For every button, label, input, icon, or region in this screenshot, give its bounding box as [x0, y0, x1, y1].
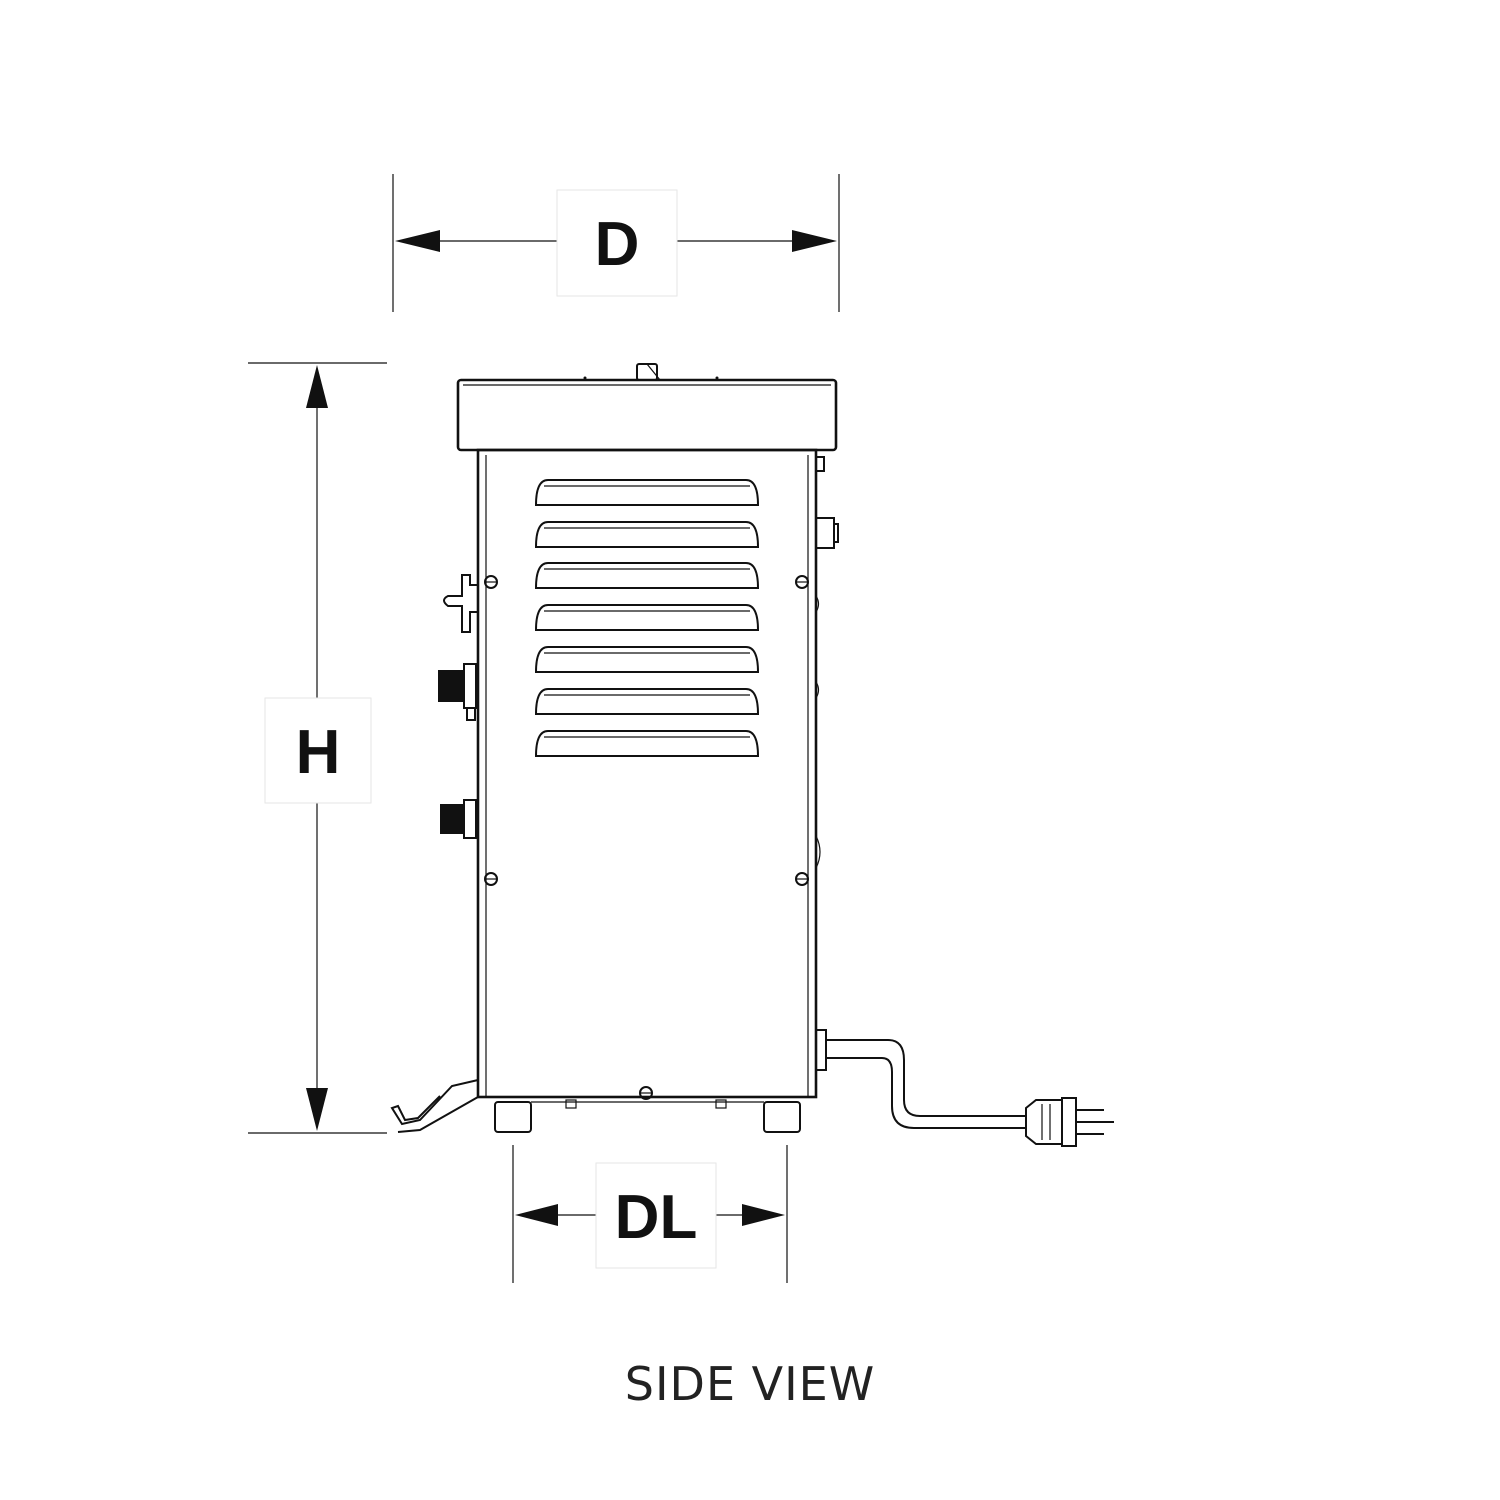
power-knob — [440, 799, 477, 839]
heater-side-icon — [390, 363, 1114, 1147]
power-plug-icon — [1025, 1097, 1114, 1147]
height-dimension: H — [248, 362, 387, 1134]
thermostat-knob — [438, 663, 477, 721]
view-caption: SIDE VIEW — [625, 1357, 875, 1411]
power-cord — [815, 1029, 1026, 1129]
screws — [484, 575, 809, 1100]
leg-spacing-label: DL — [615, 1183, 698, 1252]
depth-label: D — [595, 210, 640, 279]
depth-dimension: D — [392, 174, 840, 312]
height-label: H — [296, 718, 341, 787]
louvre-vents — [534, 479, 760, 757]
leg-spacing-dimension: DL — [512, 1145, 788, 1283]
